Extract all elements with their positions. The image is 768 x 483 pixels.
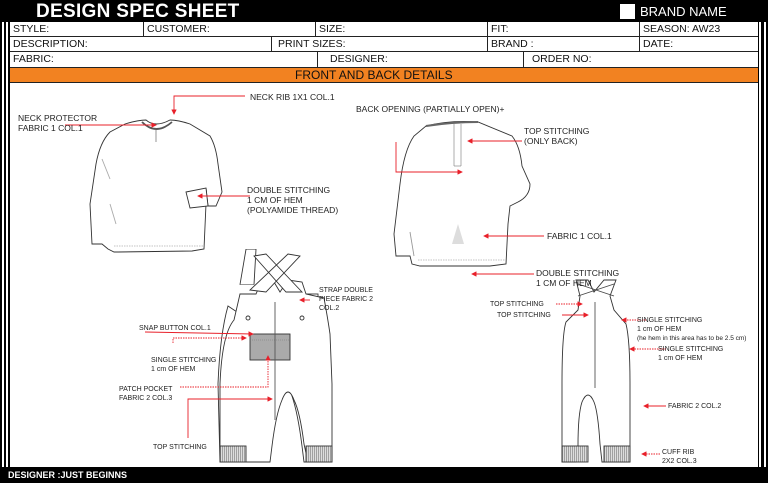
field-customer[interactable]: CUSTOMER: — [144, 22, 316, 37]
callout-fabric-1: FABRIC 1 COL.1 — [547, 231, 612, 241]
callout-back-single-stitch-a1: SINGLE STITCHING — [637, 317, 703, 324]
callout-strap-line2: PIECE FABRIC 2 — [319, 296, 374, 303]
frame-border-left-inner — [6, 22, 8, 467]
field-fabric[interactable]: FABRIC: — [10, 52, 318, 68]
title-bar: DESIGN SPEC SHEET BRAND NAME — [0, 0, 768, 22]
frame-border-right-inner — [759, 22, 761, 467]
callout-single-stitch-line1: SINGLE STITCHING — [151, 357, 217, 364]
callout-snap-button: SNAP BUTTON COL.1 — [139, 325, 211, 332]
callout-cuff-rib-line1: CUFF RIB — [662, 449, 695, 456]
frame-border-left-outer — [2, 22, 4, 467]
callout-back-single-stitch-a3: (he hem in this area has to be 2.5 cm) — [637, 335, 747, 342]
callout-back-single-stitch-b1: SINGLE STITCHING — [658, 346, 724, 353]
field-fit[interactable]: FIT: — [488, 22, 640, 37]
page-title: DESIGN SPEC SHEET — [36, 1, 240, 22]
field-print-sizes[interactable]: PRINT SIZES: — [272, 37, 488, 52]
sheet-content: STYLE: CUSTOMER: SIZE: FIT: SEASON: AW23… — [10, 22, 758, 467]
frame-border-right-outer — [764, 22, 766, 467]
callout-neck-protector-line2: FABRIC 1 COL.1 — [18, 123, 83, 133]
callout-back-double-stitch-line1: DOUBLE STITCHING — [536, 268, 620, 278]
callout-double-stitch-line1: DOUBLE STITCHING — [247, 185, 331, 195]
field-order-no[interactable]: ORDER NO: — [532, 53, 592, 65]
callout-strap-line1: STRAP DOUBLE — [319, 287, 373, 294]
callout-back-top-stitching-b: TOP STITCHING — [497, 312, 551, 319]
overall-back-sketch — [561, 279, 631, 463]
callout-back-top-stitching-a: TOP STITCHING — [490, 301, 544, 308]
info-row-1: STYLE: CUSTOMER: SIZE: FIT: SEASON: AW23 — [10, 22, 758, 37]
field-season[interactable]: SEASON: AW23 — [643, 23, 721, 35]
field-designer[interactable]: DESIGNER: — [318, 52, 524, 68]
callout-top-stitching-line1: TOP STITCHING — [524, 126, 590, 136]
callout-double-stitch-line2: 1 CM OF HEM — [247, 195, 303, 205]
top-back-sketch — [393, 121, 531, 267]
info-row-3: FABRIC: DESIGNER: ORDER NO: — [10, 52, 758, 68]
callout-fabric-2: FABRIC 2 COL.2 — [668, 403, 722, 410]
top-front-sketch — [89, 119, 223, 253]
callout-cuff-rib-line2: 2X2 COL.3 — [662, 458, 697, 465]
callout-neck-protector-line1: NECK PROTECTOR — [18, 113, 98, 123]
callout-patch-pocket-line2: FABRIC 2 COL.3 — [119, 395, 173, 402]
callout-patch-pocket-line1: PATCH POCKET — [119, 386, 173, 393]
section-title: FRONT AND BACK DETAILS — [295, 68, 453, 82]
callout-back-opening: BACK OPENING (PARTIALLY OPEN)+ — [356, 104, 505, 114]
callout-top-stitching-front: TOP STITCHING — [153, 444, 207, 451]
callout-back-double-stitch-line2: 1 CM OF HEM — [536, 278, 592, 288]
overall-front-sketch — [217, 249, 333, 463]
callout-double-stitch-line3: (POLYAMIDE THREAD) — [247, 205, 339, 215]
field-style[interactable]: STYLE: — [10, 22, 144, 37]
callout-strap-line3: COL.2 — [319, 305, 340, 312]
info-row-2: DESCRIPTION: PRINT SIZES: BRAND : DATE: — [10, 37, 758, 52]
callout-neck-rib: NECK RIB 1X1 COL.1 — [250, 92, 335, 102]
brand-logo-placeholder — [620, 4, 635, 19]
garment-sketches — [65, 95, 666, 463]
field-brand[interactable]: BRAND : — [488, 37, 640, 52]
field-description[interactable]: DESCRIPTION: — [10, 37, 272, 52]
footer-bar: DESIGNER :JUST BEGINNS — [0, 467, 768, 483]
section-header: FRONT AND BACK DETAILS — [10, 68, 758, 83]
callout-single-stitch-line2: 1 cm OF HEM — [151, 366, 196, 373]
drawing-area: NECK RIB 1X1 COL.1 NECK PROTECTOR FABRIC… — [10, 84, 758, 467]
callout-back-single-stitch-b2: 1 cm OF HEM — [658, 355, 703, 362]
callout-top-stitching-line2: (ONLY BACK) — [524, 136, 578, 146]
field-date[interactable]: DATE: — [643, 38, 674, 50]
field-size[interactable]: SIZE: — [316, 22, 488, 37]
callout-back-single-stitch-a2: 1 cm OF HEM — [637, 326, 682, 333]
footer-designer: DESIGNER :JUST BEGINNS — [8, 470, 128, 480]
brand-name: BRAND NAME — [640, 4, 727, 19]
